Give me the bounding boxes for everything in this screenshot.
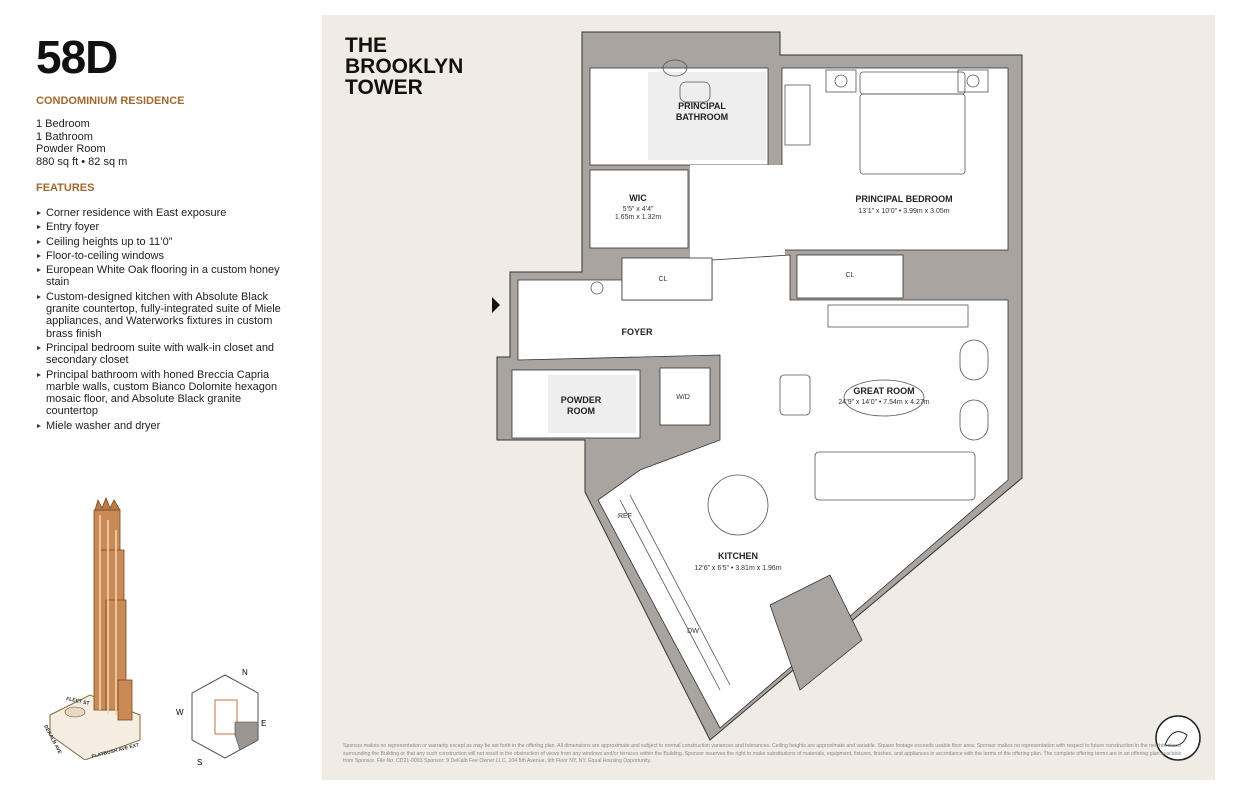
feature-item: Principal bathroom with honed Breccia Ca…: [36, 369, 286, 418]
legal-disclaimer: Sponsor makes no representation or warra…: [343, 743, 1182, 764]
feature-item: Custom-designed kitchen with Absolute Bl…: [36, 291, 286, 340]
feature-item: Floor-to-ceiling windows: [36, 250, 286, 262]
street-label-fleet: FLEET ST: [66, 696, 90, 707]
room-label-closet: CL: [845, 272, 855, 279]
feature-item: European White Oak flooring in a custom …: [36, 264, 286, 289]
stat-bathrooms: 1 Bathroom: [36, 130, 93, 143]
label-refrigerator: REF: [618, 513, 632, 520]
feature-item: Principal bedroom suite with walk-in clo…: [36, 342, 286, 367]
brand-line: BROOKLYN: [345, 55, 464, 78]
kitchen-dim: 12’6” x 6’5” • 3.81m x 1.96m: [694, 565, 782, 572]
wic-dim-metric: 1.65m x 1.32m: [614, 214, 662, 221]
feature-item: Miele washer and dryer: [36, 420, 286, 432]
brand-line: TOWER: [345, 76, 423, 99]
feature-item: Corner residence with East exposure: [36, 207, 286, 219]
room-label-wic: WIC: [629, 193, 647, 203]
room-label-principal-bedroom: PRINCIPAL BEDROOM: [855, 194, 953, 204]
wic-dim-imperial: 5’5” x 4’4”: [622, 206, 654, 213]
compass-e: E: [261, 719, 266, 728]
features-list: Corner residence with East exposure Entr…: [36, 207, 286, 434]
features-heading: FEATURES: [36, 182, 95, 194]
compass-s: S: [197, 758, 202, 767]
brand-logo: THE BROOKLYN TOWER: [345, 35, 463, 98]
residence-type: CONDOMINIUM RESIDENCE: [36, 95, 185, 107]
stat-area: 880 sq ft • 82 sq m: [36, 155, 128, 168]
room-label-washer-dryer: W/D: [676, 394, 690, 401]
label-dishwasher: DW: [687, 628, 699, 635]
key-plan: N W E S: [176, 668, 266, 767]
room-label-closet: CL: [658, 276, 668, 283]
room-label-kitchen: KITCHEN: [718, 551, 758, 561]
entry-arrow-icon: [492, 297, 500, 313]
brand-line: THE: [345, 34, 387, 57]
room-label-powder-room: POWDER ROOM: [560, 395, 602, 416]
feature-item: Entry foyer: [36, 221, 286, 233]
room-label-principal-bathroom: PRINCIPAL BATHROOM: [675, 101, 729, 122]
stat-powder: Powder Room: [36, 143, 106, 155]
room-label-great-room: GREAT ROOM: [853, 386, 915, 396]
building-illustration: FLEET ST DEKALB AVE FLATBUSH AVE EXT: [42, 496, 141, 760]
compass-w: W: [176, 708, 184, 717]
stat-bedrooms: 1 Bedroom: [36, 118, 90, 130]
bedroom-dim: 13’1” x 10’0” • 3.99m x 3.05m: [858, 208, 950, 215]
unit-number: 58D: [36, 31, 118, 83]
unit-stats: 1 Bedroom 1 Bathroom Powder Room 880 sq …: [36, 118, 127, 168]
compass-n: N: [242, 668, 248, 677]
room-label-foyer: FOYER: [621, 327, 653, 337]
great-room-dim: 24’9” x 14’0” • 7.54m x 4.27m: [838, 399, 930, 406]
feature-item: Ceiling heights up to 11’0”: [36, 236, 286, 248]
north-compass-icon: [1155, 715, 1201, 761]
